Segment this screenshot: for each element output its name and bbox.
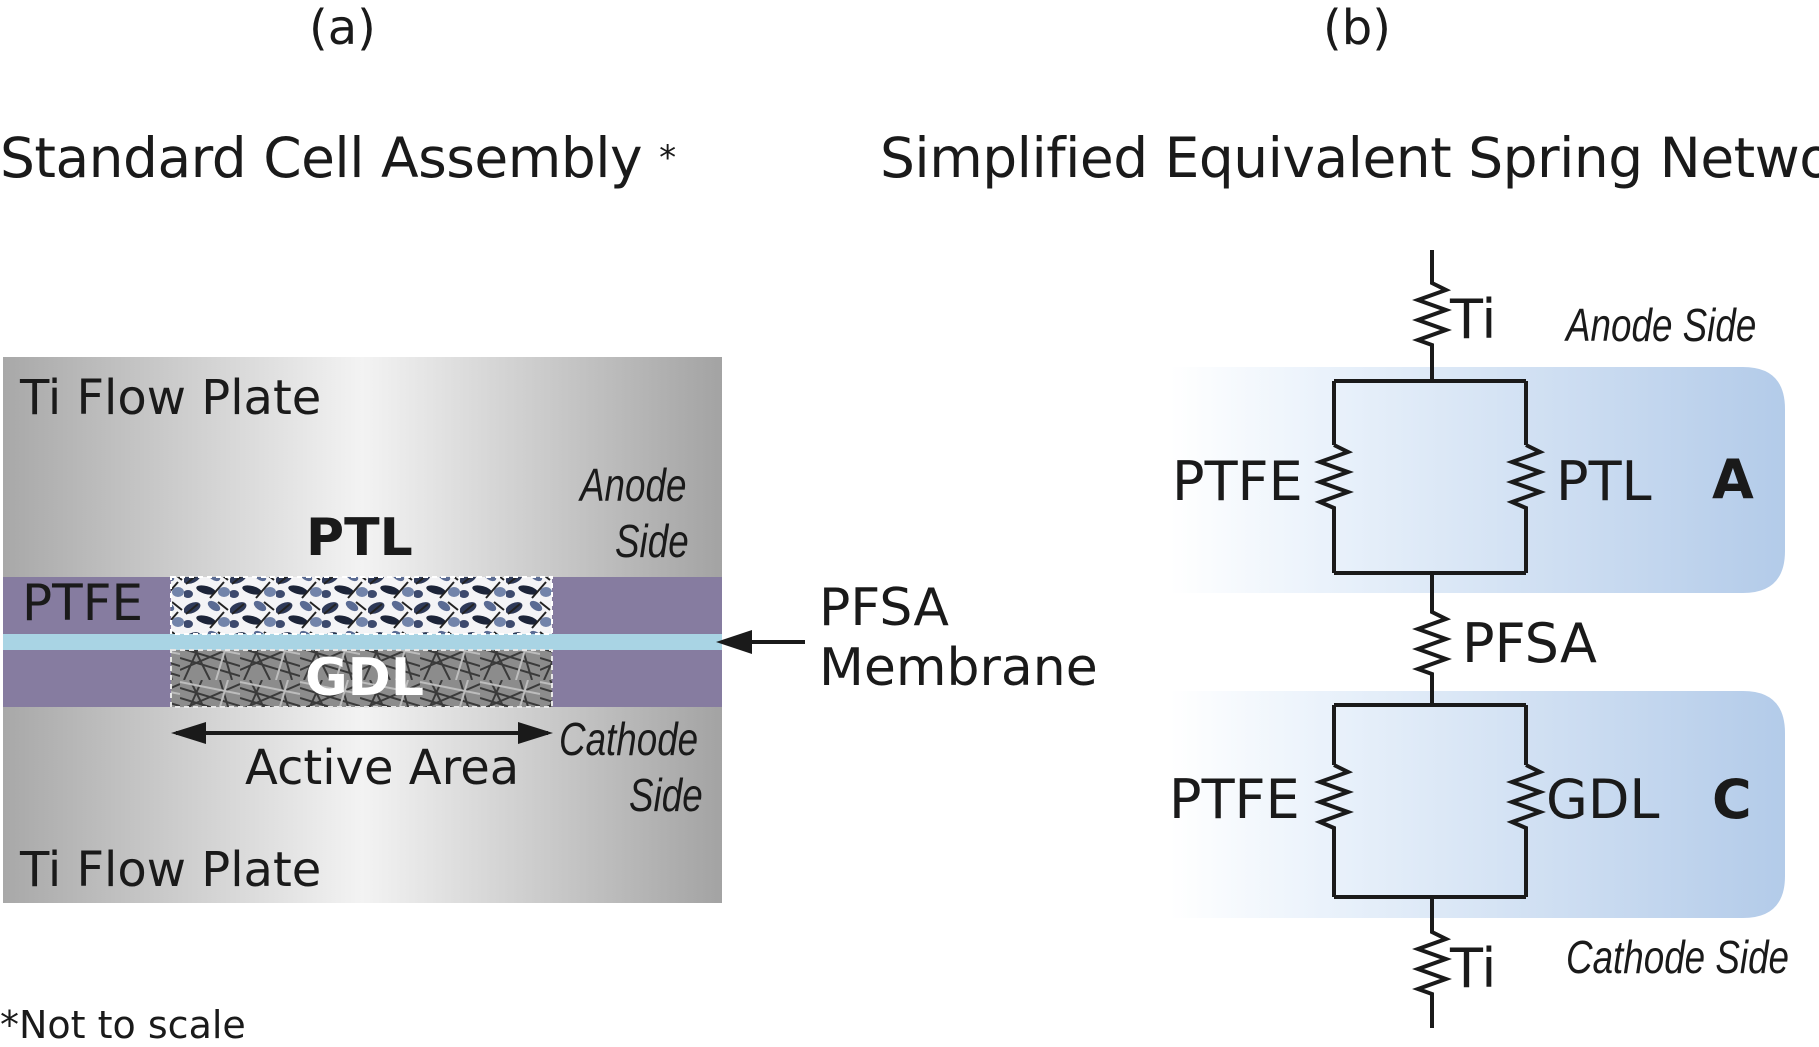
not-to-scale-footnote: *Not to scale xyxy=(0,1003,246,1047)
ti-top-label: Ti xyxy=(1450,288,1497,351)
anode-side-network-label: Anode Side xyxy=(1566,299,1757,351)
pfsa-spring xyxy=(1412,573,1452,705)
cathode-parallel-frame xyxy=(1332,703,1528,899)
gdl-label: GDL xyxy=(305,648,424,708)
pfsa-membrane-label-line1: PFSA xyxy=(819,578,949,638)
ti-spring-top xyxy=(1412,250,1452,381)
pfsa-membrane-label-line2: Membrane xyxy=(819,638,1098,698)
cathode-ptfe-spring xyxy=(1314,763,1354,835)
panel-b-label: (b) xyxy=(1323,0,1391,56)
panel-a-title: Standard Cell Assembly * xyxy=(0,126,676,190)
gdl-region xyxy=(170,649,553,708)
cathode-side-label-line2: Side xyxy=(629,769,703,821)
cathode-gdl-label: GDL xyxy=(1546,768,1660,831)
anode-zone xyxy=(1170,367,1785,593)
ptfe-label: PTFE xyxy=(22,574,144,632)
ptl-label: PTL xyxy=(306,508,413,568)
cathode-gdl-spring xyxy=(1506,763,1546,835)
pfsa-membrane-layer xyxy=(3,634,722,650)
anode-side-label-line1: Anode xyxy=(580,459,687,511)
zone-a-label: A xyxy=(1712,448,1754,511)
ptl-region xyxy=(171,577,552,634)
panel-a-title-star: * xyxy=(659,138,676,178)
active-area-label: Active Area xyxy=(245,740,520,796)
ti-flow-plate-top-label: Ti Flow Plate xyxy=(20,370,322,426)
anode-ptfe-spring xyxy=(1314,443,1354,515)
ti-bottom-label: Ti xyxy=(1450,937,1497,1000)
cathode-side-label-line1: Cathode xyxy=(559,713,699,765)
pfsa-network-label: PFSA xyxy=(1462,612,1597,675)
anode-ptfe-label: PTFE xyxy=(1172,450,1303,513)
panel-a-title-text: Standard Cell Assembly xyxy=(0,126,643,190)
cathode-side-network-label: Cathode Side xyxy=(1566,931,1790,983)
anode-side-label-line2: Side xyxy=(615,515,689,567)
anode-ptl-spring xyxy=(1506,443,1546,515)
ti-flow-plate-bottom-label: Ti Flow Plate xyxy=(20,842,322,898)
anode-parallel-frame xyxy=(1332,379,1528,575)
panel-b-title: Simplified Equivalent Spring Network xyxy=(880,126,1819,190)
spring-network xyxy=(1314,250,1546,1028)
zone-c-label: C xyxy=(1712,768,1752,831)
ti-spring-bottom xyxy=(1412,897,1452,1028)
anode-ptl-label: PTL xyxy=(1556,450,1652,513)
panel-a-label: (a) xyxy=(309,0,376,56)
cathode-zone xyxy=(1170,691,1785,918)
ptl-outline xyxy=(170,576,553,635)
cathode-ptfe-label: PTFE xyxy=(1169,768,1300,831)
